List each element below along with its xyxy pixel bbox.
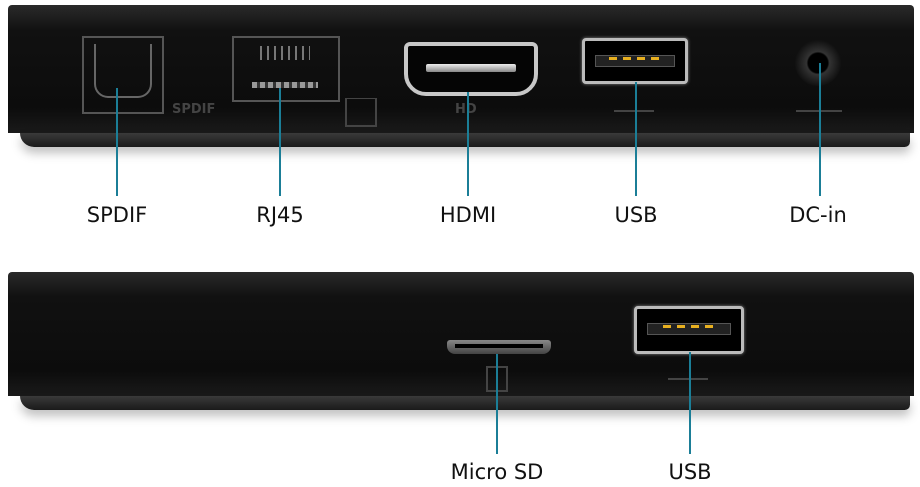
- usb-symbol-icon: [668, 378, 708, 380]
- label-usb: USB: [614, 203, 658, 227]
- label-rj45: RJ45: [256, 203, 304, 227]
- spdif-engraving: SPDIF: [172, 102, 216, 117]
- label-dc-in: DC-in: [789, 203, 847, 227]
- label-hdmi: HDMI: [439, 203, 497, 227]
- micro-sd-leader-line: [496, 354, 498, 454]
- device-body: [8, 272, 914, 396]
- usb-port: [634, 306, 744, 354]
- hdmi-leader-line: [467, 92, 469, 196]
- dc-in-leader-line: [819, 63, 821, 196]
- network-icon: [345, 98, 377, 127]
- usb-leader-line: [689, 352, 691, 454]
- label-usb: USB: [668, 460, 712, 484]
- label-micro-sd: Micro SD: [450, 460, 544, 484]
- spdif-port: [82, 36, 164, 114]
- hdmi-engraving: HD: [455, 102, 477, 117]
- micro-sd-slot: [447, 340, 551, 354]
- device-edge: [20, 133, 910, 147]
- label-spdif: SPDIF: [86, 203, 148, 227]
- device-edge: [20, 396, 910, 410]
- dc-in-port: [795, 40, 841, 86]
- hdmi-port: [404, 42, 538, 96]
- rj45-leader-line: [279, 88, 281, 196]
- usb-leader-line: [635, 82, 637, 196]
- usb-symbol-icon: [614, 110, 654, 112]
- spdif-leader-line: [116, 88, 118, 196]
- usb-port: [582, 38, 688, 84]
- rj45-port: [232, 36, 340, 102]
